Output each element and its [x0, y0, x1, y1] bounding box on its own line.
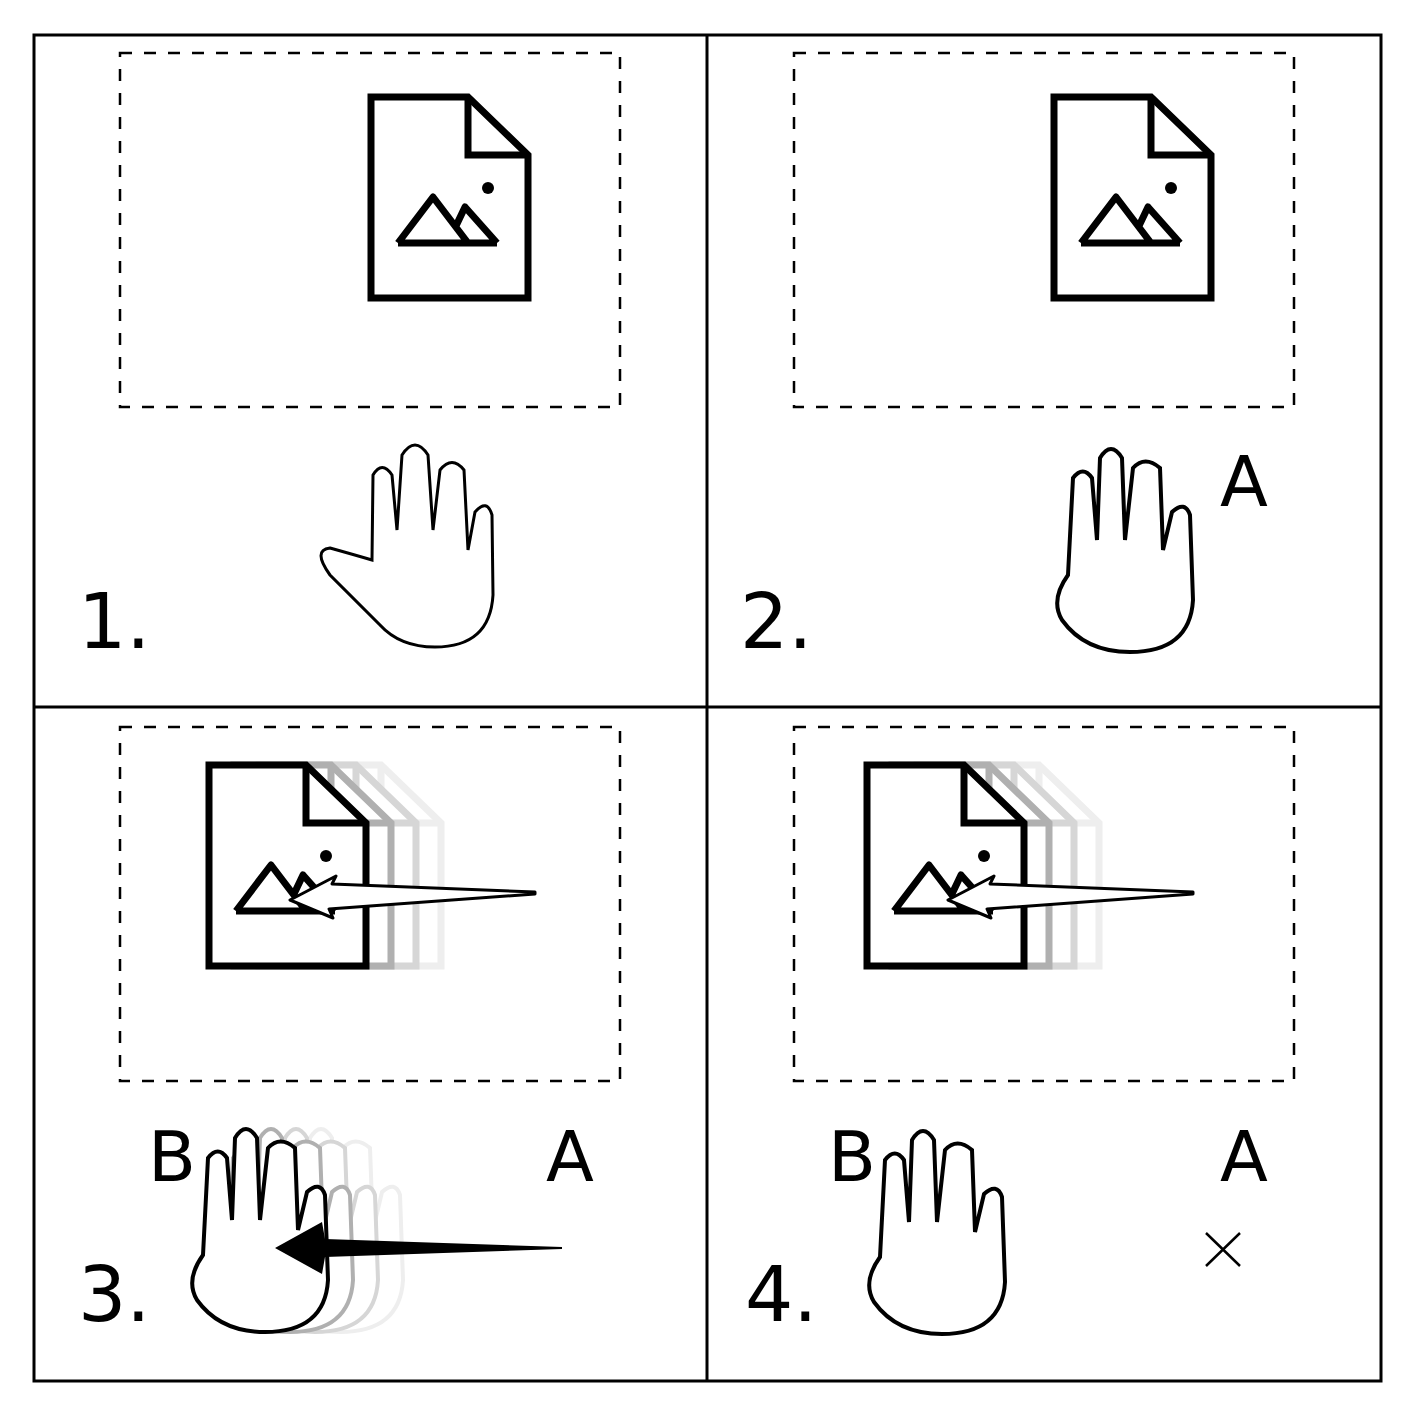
hand-letter: A: [546, 1122, 594, 1192]
hand-letter: A: [1220, 447, 1268, 517]
hand-letter: B: [148, 1122, 196, 1192]
panel-number: 3.: [78, 1257, 151, 1333]
panel-number: 1.: [78, 584, 151, 660]
panel-number: 4.: [745, 1257, 818, 1333]
hand-letter: A: [1220, 1122, 1268, 1192]
hand-letter: B: [828, 1122, 876, 1192]
panel-number: 2.: [740, 584, 813, 660]
